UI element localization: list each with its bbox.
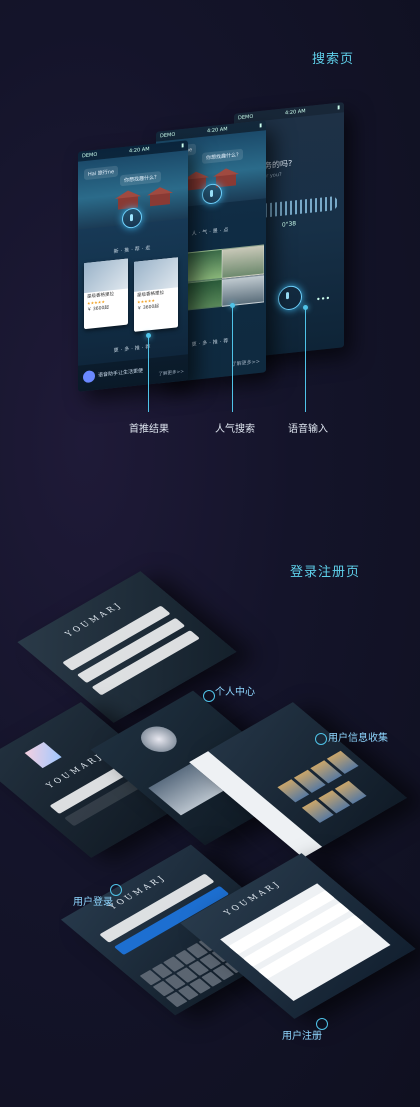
popular-image[interactable] [186,248,222,283]
login-section-title: 登录注册页 [290,565,361,580]
microphone-button[interactable] [202,182,222,205]
card-image [134,257,178,292]
carrier-label: DEMO [238,113,254,122]
bottom-text: 语音助手让生活更便 [98,367,144,379]
battery-icon: ▮ [181,142,184,149]
recommend-heading: 新·推·荐·走 [113,244,153,256]
label-user-login: 用户登录 [73,897,113,908]
hut-image [150,192,170,207]
greeting-bubble: Hai 旅行ne [84,165,119,181]
battery-icon: ▮ [337,104,340,111]
microphone-button[interactable] [278,284,302,312]
popular-image[interactable] [222,244,264,279]
label-info-collect: 用户信息收集 [328,733,388,744]
label-popular-search: 人气搜索 [215,424,255,435]
popular-image[interactable] [222,274,264,307]
result-card[interactable]: 星级香格里拉 ★★★★★ ￥ 3600起 [84,258,128,330]
callout-line [232,306,233,412]
callout-ring [110,884,122,896]
callout-ring [203,690,215,702]
assistant-avatar [83,369,95,384]
callout-line [305,308,306,412]
battery-icon: ▮ [259,122,262,129]
prompt-bubble: 你想找趣什么? [202,148,243,164]
label-first-result: 首推结果 [129,424,169,435]
carrier-label: DEMO [82,151,98,160]
carrier-label: DEMO [160,131,176,140]
search-section-title: 搜索页 [312,52,355,67]
avatar [24,742,62,769]
callout-dot [303,305,308,310]
callout-line [148,336,149,412]
profile-avatar [133,721,185,757]
callout-dot [230,303,235,308]
callout-ring [315,733,327,745]
prompt-bubble: 你想找趣什么? [120,171,161,187]
label-voice-input: 语音输入 [288,424,328,435]
time-label: 4:20 AM [206,126,228,135]
label-profile-center: 个人中心 [215,687,255,698]
hero-banner: Hai 旅行ne 你想找趣什么? [78,150,188,230]
callout-ring [316,1018,328,1030]
more-link[interactable]: 了解更多>> [158,369,184,378]
time-label: 4:20 AM [284,108,306,117]
label-user-register: 用户注册 [282,1031,322,1042]
popular-image[interactable] [186,278,222,311]
card-image [84,258,128,294]
bottom-bar: 语音助手让生活更便 了解更多>> [78,354,188,392]
result-card[interactable]: 星级香格里拉 ★★★★★ ￥ 3600起 [134,257,178,332]
more-link[interactable]: 了解更多>> [231,358,260,368]
more-icon[interactable]: ••• [316,293,331,305]
microphone-button[interactable] [122,207,142,230]
recommend-screen: DEMO 4:20 AM ▮ Hai 旅行ne 你想找趣什么? 新·推·荐·走 … [78,140,188,392]
callout-dot [146,333,151,338]
time-label: 4:20 AM [128,146,150,155]
